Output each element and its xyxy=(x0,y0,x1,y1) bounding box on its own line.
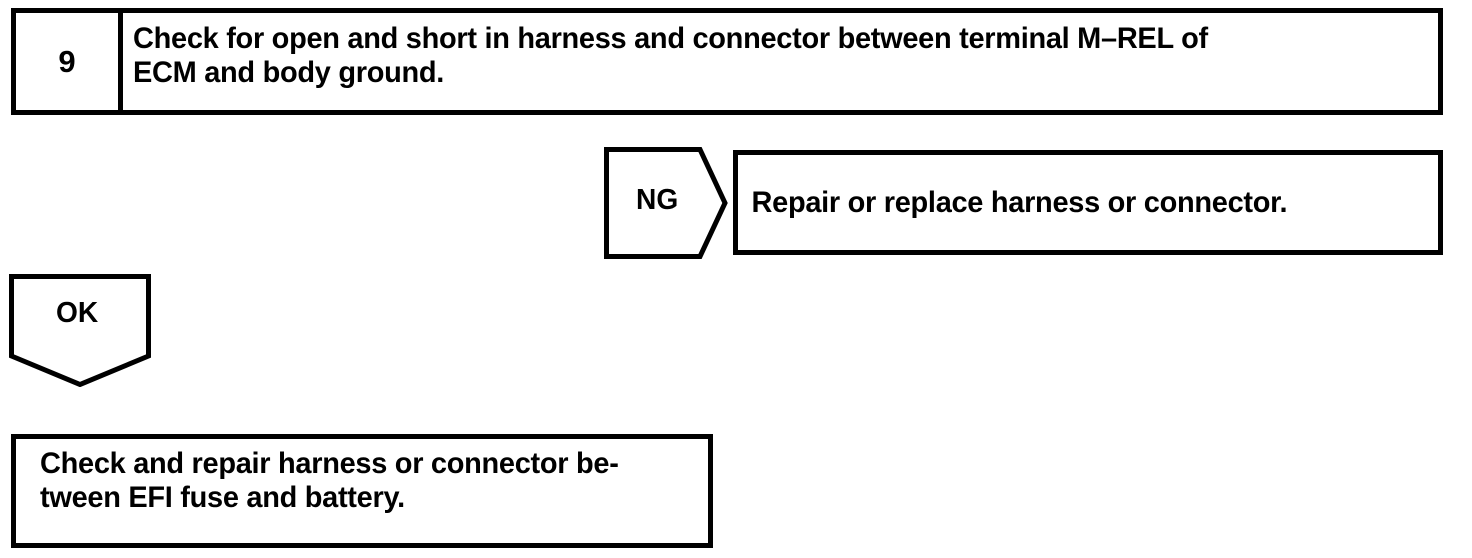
step-box: 9 Check for open and short in harness an… xyxy=(11,8,1443,115)
ok-result-text: Check and repair harness or connector be… xyxy=(40,447,619,514)
ok-result-box: Check and repair harness or connector be… xyxy=(11,434,713,548)
ok-pentagon-icon xyxy=(9,274,151,387)
ng-branch-label: NG xyxy=(636,184,679,216)
ng-branch-arrow xyxy=(604,147,728,259)
step-number-cell: 9 xyxy=(16,13,123,110)
step-instruction-text: Check for open and short in harness and … xyxy=(133,22,1208,89)
ng-result-text: Repair or replace harness or connector. xyxy=(751,186,1288,219)
step-instruction-cell: Check for open and short in harness and … xyxy=(123,13,1438,110)
ng-result-box: Repair or replace harness or connector. xyxy=(733,150,1443,255)
ok-branch-arrow xyxy=(9,274,151,387)
step-number: 9 xyxy=(58,44,76,79)
ok-branch-label: OK xyxy=(56,297,99,329)
ng-pentagon-icon xyxy=(604,147,728,259)
